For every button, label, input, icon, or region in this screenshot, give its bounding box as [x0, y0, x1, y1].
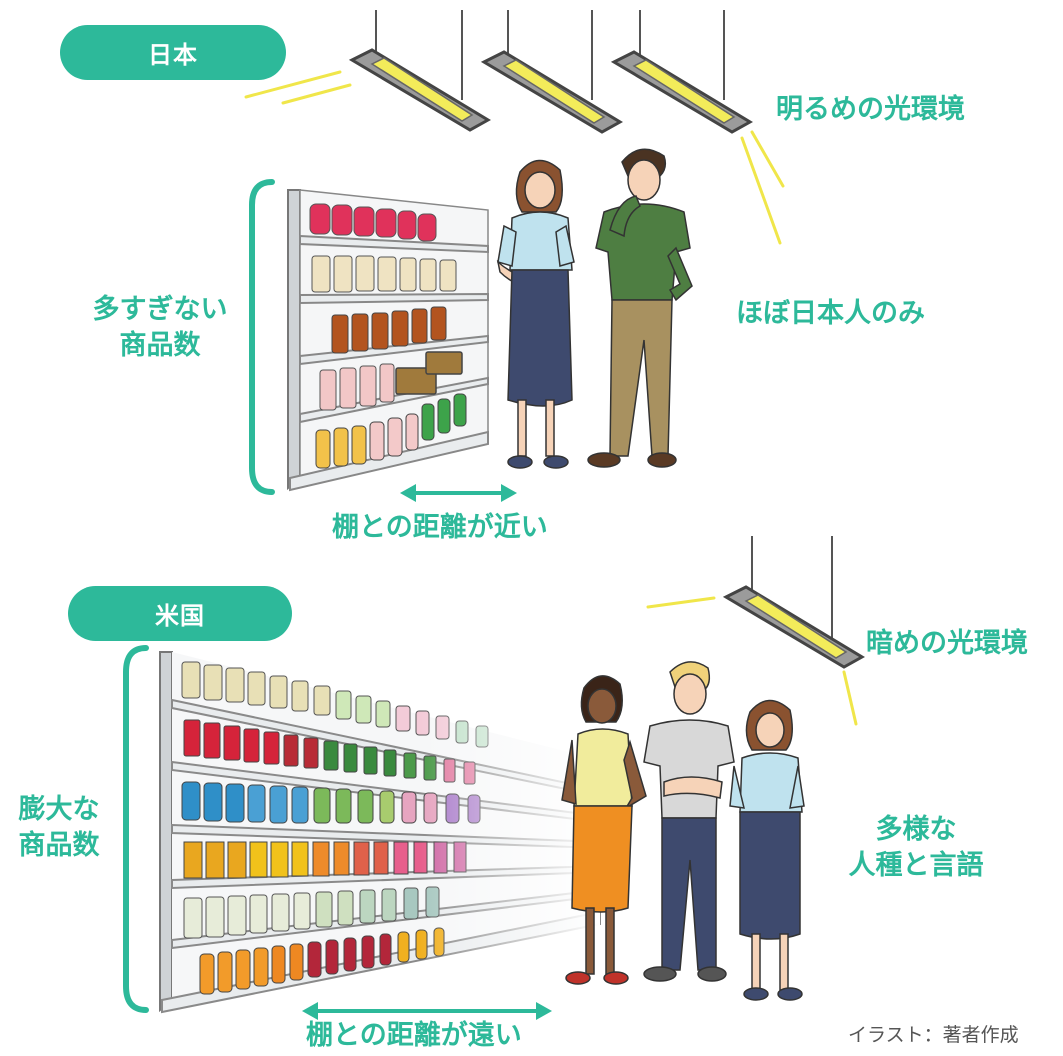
- people-line-1: 多様な: [875, 814, 957, 845]
- people-line-2: 人種と言語: [848, 850, 984, 882]
- product-count-line-2: 商品数: [119, 330, 201, 362]
- person-man-usa: [643, 661, 735, 982]
- person-woman-usa-2: [729, 699, 805, 1001]
- country-tag-usa: 米国: [68, 586, 292, 641]
- country-tag-japan: 日本: [60, 25, 286, 80]
- product-count-label-japan: 多すぎない 商品数: [70, 292, 250, 365]
- distance-arrow-japan: [400, 484, 517, 502]
- light-rays: [244, 70, 785, 245]
- distance-label-usa: 棚との距離が遠い: [306, 1020, 522, 1051]
- distance-label-japan: 棚との距離が近い: [332, 512, 548, 543]
- bracket-usa: [123, 645, 149, 1013]
- ceiling-lamp-icon: [348, 10, 491, 132]
- bracket-japan: [249, 179, 275, 495]
- distance-arrow-usa: [302, 1002, 552, 1020]
- light-rays: [646, 596, 858, 726]
- ceiling-lamp-icon: [610, 10, 753, 134]
- illustration-credit: イラスト：著者作成: [848, 1024, 1019, 1046]
- ceiling-lamp-icon: [722, 536, 865, 669]
- product-count-line-2: 商品数: [18, 830, 100, 862]
- people-label-japan: ほぼ日本人のみ: [736, 298, 925, 329]
- product-count-line-1: 膨大な: [18, 794, 100, 825]
- product-count-line-1: 多すぎない: [92, 294, 228, 325]
- person-woman-usa-1: [561, 675, 647, 985]
- lighting-label-japan: 明るめの光環境: [776, 94, 965, 125]
- lighting-label-usa: 暗めの光環境: [866, 628, 1028, 659]
- person-woman-japan: [496, 159, 575, 469]
- ceiling-lamp-icon: [480, 10, 623, 134]
- people-label-usa: 多様な 人種と言語: [826, 812, 1006, 885]
- store-shelf-usa: [159, 640, 601, 1040]
- person-man-japan: [587, 148, 693, 468]
- store-shelf-japan: [287, 189, 489, 492]
- product-count-label-usa: 膨大な 商品数: [4, 792, 114, 865]
